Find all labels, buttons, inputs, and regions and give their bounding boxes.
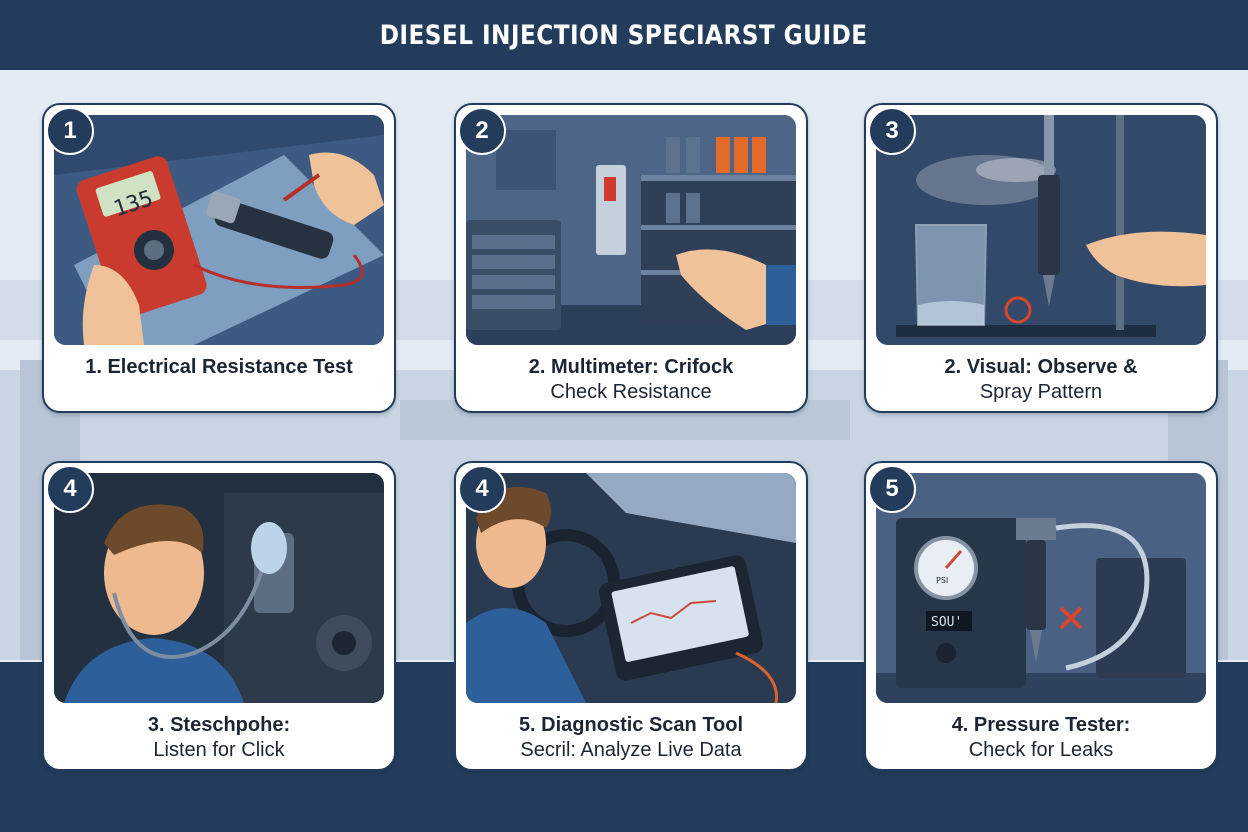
tablet-icon xyxy=(599,555,763,681)
page-title: DIESEL INJECTION SPECIARST GUIDE xyxy=(380,19,868,51)
hand-icon xyxy=(82,152,384,345)
tool-cabinet-icon xyxy=(466,220,561,330)
step-number-badge: 3 xyxy=(868,107,916,155)
engine-icon xyxy=(224,493,384,703)
step-title: 4. Pressure Tester: xyxy=(951,714,1131,736)
stethoscope-illustration xyxy=(54,473,384,703)
step-caption: 1. Electrical Resistance Test xyxy=(44,355,394,380)
hose-icon xyxy=(1055,523,1150,671)
step-caption: 3. Steschpohe: Listen for Click xyxy=(44,713,394,763)
step-subtitle: Listen for Click xyxy=(153,739,285,761)
step-caption: 5. Diagnostic Scan Tool Secril: Analyze … xyxy=(456,713,806,763)
beaker-icon xyxy=(914,224,988,326)
step-subtitle: Secril: Analyze Live Data xyxy=(520,739,742,761)
gauge-label: PSI xyxy=(936,576,948,585)
step-caption: 4. Pressure Tester: Check for Leaks xyxy=(866,713,1216,763)
header-bar: DIESEL INJECTION SPECIARST GUIDE xyxy=(0,0,1248,70)
step-number-badge: 1 xyxy=(46,107,94,155)
multimeter-workshop-illustration xyxy=(466,115,796,345)
step-card-6: 5 PSI SOU' xyxy=(864,461,1218,771)
step-number-badge: 5 xyxy=(868,465,916,513)
step-title: 3. Steschpohe: xyxy=(147,714,291,736)
pressure-gauge-icon: PSI SOU' xyxy=(896,518,1026,688)
injector-icon xyxy=(1038,115,1060,307)
step-subtitle: Check Resistance xyxy=(550,381,712,403)
step-title: 1. Electrical Resistance Test xyxy=(85,356,353,378)
step-card-4: 4 3. Steschpohe: Listen for Click xyxy=(42,461,396,771)
step-subtitle: Check for Leaks xyxy=(968,739,1114,761)
mechanic-icon xyxy=(466,486,586,703)
step-card-3: 3 2. Visual: Observe & Spray Patter xyxy=(864,103,1218,413)
step-number-badge: 4 xyxy=(46,465,94,513)
step-number-badge: 4 xyxy=(458,465,506,513)
step-card-2: 2 xyxy=(454,103,808,413)
hand-icon xyxy=(1086,231,1206,287)
step-caption: 2. Multimeter: Crifock Check Resistance xyxy=(456,355,806,405)
mechanic-icon xyxy=(64,504,244,703)
stethoscope-icon xyxy=(112,522,287,659)
display-value: SOU' xyxy=(931,615,962,630)
step-title: 2. Multimeter: Crifock xyxy=(528,356,734,378)
pressure-tester-illustration: PSI SOU' xyxy=(876,473,1206,703)
injector-icon xyxy=(205,191,334,259)
step-title: 5. Diagnostic Scan Tool xyxy=(518,714,744,736)
step-number-badge: 2 xyxy=(458,107,506,155)
step-card-1: 1 135 1. Electrica xyxy=(42,103,396,413)
scan-tool-illustration xyxy=(466,473,796,703)
step-subtitle: Spray Pattern xyxy=(979,381,1103,403)
hand-icon xyxy=(676,249,796,330)
resistance-test-illustration: 135 xyxy=(54,115,384,345)
spray-pattern-illustration xyxy=(876,115,1206,345)
injector-icon xyxy=(1016,518,1056,663)
step-title: 2. Visual: Observe & xyxy=(944,356,1138,378)
step-card-5: 4 5. Diagnostic Scan Tool Secril: Analyz… xyxy=(454,461,808,771)
step-caption: 2. Visual: Observe & Spray Pattern xyxy=(866,355,1216,405)
